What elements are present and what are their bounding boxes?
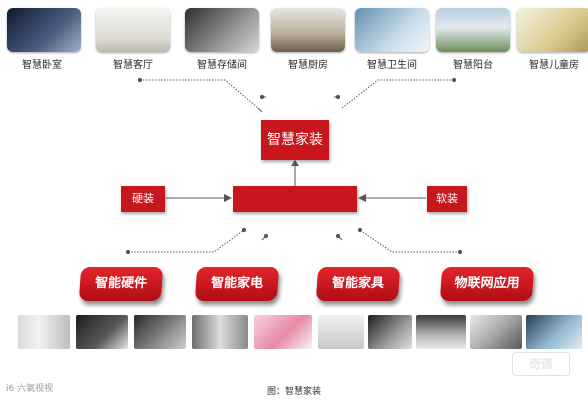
- room-label: 智慧存储间: [197, 60, 247, 71]
- product-image-door-lock: [134, 315, 186, 349]
- watermark-left: i6 六氧视视: [6, 384, 54, 394]
- product-image-sensors: [18, 315, 70, 349]
- product-image-smart-kitchen: [470, 315, 522, 349]
- figure-caption: 图：智慧家装: [266, 387, 321, 397]
- category-smart-hardware: 智能硬件: [78, 267, 164, 301]
- category-label: 智能家具: [331, 276, 385, 291]
- category-label: 物联网应用: [453, 276, 521, 291]
- hard-box-label: 硬装: [132, 192, 154, 205]
- product-image-robot: [254, 315, 312, 349]
- room-thumbnail-bedroom: [7, 8, 81, 52]
- product-image-cabinet: [368, 315, 412, 349]
- room-label: 智慧卫生间: [367, 60, 417, 71]
- category-label: 智能家电: [210, 276, 264, 291]
- soft-decoration-box: 软装: [427, 186, 467, 212]
- room-thumbnail-living-room: [96, 8, 170, 52]
- product-image-appliances: [192, 315, 248, 349]
- center-box-label: 智慧家装: [267, 132, 323, 148]
- product-image-camera: [76, 315, 128, 349]
- product-image-kitchen-furniture: [318, 315, 364, 349]
- room-thumbnail-kids-room: [517, 8, 588, 52]
- watermark-right: 奇道: [512, 352, 570, 376]
- room-label: 智慧卧室: [22, 60, 62, 71]
- category-iot-applications: 物联网应用: [439, 267, 535, 301]
- room-label: 智慧儿童房: [529, 60, 579, 71]
- integration-box: 产品整合 系统集成: [233, 186, 357, 231]
- product-image-living-room: [416, 315, 466, 349]
- smart-home-decoration-box: 智慧家装: [261, 120, 329, 160]
- soft-box-label: 软装: [436, 192, 458, 205]
- room-thumbnail-kitchen: [271, 8, 345, 52]
- room-label: 智慧阳台: [453, 60, 493, 71]
- room-label: 智慧厨房: [288, 60, 328, 71]
- room-thumbnail-balcony: [436, 8, 510, 52]
- category-label: 智能硬件: [94, 276, 148, 291]
- room-label: 智慧客厅: [113, 60, 153, 71]
- hard-decoration-box: 硬装: [121, 186, 165, 212]
- integration-box-label: 产品整合 系统集成: [251, 218, 346, 231]
- product-image-smart-device: [526, 315, 582, 349]
- category-smart-appliances: 智能家电: [194, 267, 280, 301]
- room-thumbnail-storage-room: [185, 8, 259, 52]
- room-thumbnail-bathroom: [355, 8, 429, 52]
- category-smart-furniture: 智能家具: [315, 267, 401, 301]
